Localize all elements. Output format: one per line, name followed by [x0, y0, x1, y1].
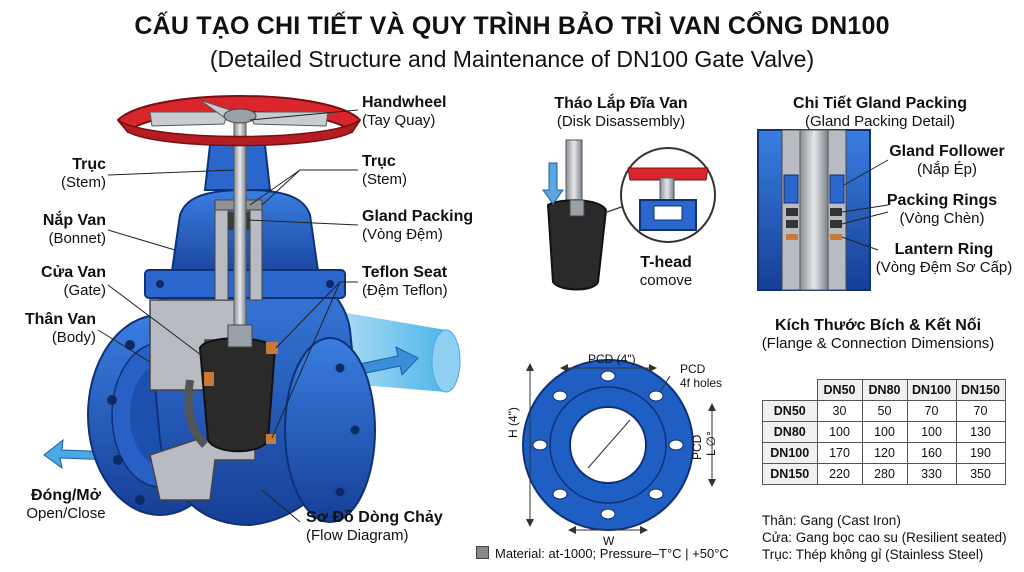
- label-bonnet: Nắp Van (Bonnet): [42, 212, 106, 247]
- row-header: DN150: [762, 463, 818, 485]
- column-header: DN150: [955, 379, 1006, 401]
- table-row: DN100 170 120 160 190: [762, 442, 1006, 464]
- page-title: CẤU TẠO CHI TIẾT VÀ QUY TRÌNH BẢO TRÌ VA…: [134, 12, 890, 40]
- table-cell: 160: [906, 442, 957, 464]
- table-cell: 130: [955, 421, 1006, 443]
- flange-h-label: H (4"): [506, 407, 520, 438]
- disk-disassembly-title: Tháo Lắp Đĩa Van (Disk Disassembly): [554, 95, 688, 130]
- table-cell: 170: [816, 442, 863, 464]
- page-subtitle: (Detailed Structure and Maintenance of D…: [209, 46, 815, 72]
- material-note-stem: Trục: Thép không gỉ (Stainless Steel): [762, 547, 984, 562]
- table-row: DN150 220 280 330 350: [762, 463, 1006, 485]
- label-handwheel: Handwheel (Tay Quay): [362, 94, 447, 129]
- legend-swatch: [476, 546, 489, 559]
- table-cell: 30: [816, 400, 863, 422]
- table-row: DN80 100 100 100 130: [762, 421, 1006, 443]
- table-corner: [762, 379, 818, 401]
- table-cell: 330: [906, 463, 957, 485]
- disk-disassembly-inset: [542, 139, 716, 291]
- column-header: DN80: [861, 379, 908, 401]
- table-cell: 100: [861, 421, 908, 443]
- row-header: DN50: [762, 400, 818, 422]
- material-legend: Material: at-1000; Pressure–T°C | +50°C: [476, 546, 729, 561]
- flange-w-label: W: [603, 534, 615, 548]
- label-flow-diagram: Sơ Đồ Dòng Chảy (Flow Diagram): [306, 509, 443, 544]
- table-cell: 280: [861, 463, 908, 485]
- row-header: DN100: [762, 442, 818, 464]
- table-cell: 220: [816, 463, 863, 485]
- handwheel: [116, 95, 362, 147]
- gland-packing-inset: [757, 129, 889, 291]
- label-stem-left: Trục (Stem): [61, 156, 106, 191]
- dimensions-title: Kích Thước Bích & Kết Nối (Flange & Conn…: [761, 317, 995, 352]
- flange-l-label: L ∅°: [704, 431, 718, 456]
- gate-disk: [184, 324, 278, 453]
- legend-text: Material: at-1000; Pressure–T°C | +50°C: [495, 546, 729, 561]
- table-row: DN50 30 50 70 70: [762, 400, 1006, 422]
- table-cell: 100: [906, 421, 957, 443]
- material-note-body: Thân: Gang (Cast Iron): [762, 513, 901, 528]
- label-gate: Cửa Van (Gate): [41, 264, 106, 299]
- material-note-gate: Cửa: Gang bọc cao su (Resilient seated): [762, 530, 1007, 545]
- leader-lines: [97, 109, 359, 523]
- flange-pcd-holes: PCD 4f holes: [680, 362, 723, 390]
- label-gland-follower: Gland Follower (Nắp Ép): [889, 143, 1005, 178]
- label-open-close: Đóng/Mở Open/Close: [26, 487, 106, 522]
- label-body: Thân Van (Body): [24, 311, 96, 346]
- table-cell: 50: [861, 400, 908, 422]
- table-cell: 350: [955, 463, 1006, 485]
- table-cell: 70: [955, 400, 1006, 422]
- table-cell: 70: [906, 400, 957, 422]
- column-header: DN100: [906, 379, 957, 401]
- label-packing-rings: Packing Rings (Vòng Chèn): [886, 192, 998, 227]
- table-header-row: DN50 DN80 DN100 DN150: [762, 379, 1006, 401]
- table-cell: 120: [861, 442, 908, 464]
- flange-drawing: [522, 359, 716, 534]
- column-header: DN50: [816, 379, 863, 401]
- label-lantern-ring: Lantern Ring (Vòng Đệm Sơ Cấp): [875, 241, 1013, 276]
- table-cell: 100: [816, 421, 863, 443]
- label-gland-packing: Gland Packing (Vòng Đệm): [362, 208, 474, 243]
- dimensions-table: DN50 DN80 DN100 DN150 DN50 30 50 70 70 D…: [762, 379, 1006, 485]
- t-head-callout: T-head comove: [639, 254, 693, 289]
- label-stem-right: Trục (Stem): [362, 153, 407, 188]
- gland-detail-title: Chi Tiết Gland Packing (Gland Packing De…: [793, 95, 967, 130]
- row-header: DN80: [762, 421, 818, 443]
- table-cell: 190: [955, 442, 1006, 464]
- flange-pcd-top: PCD (4"): [588, 352, 636, 366]
- label-teflon-seat: Teflon Seat (Đệm Teflon): [362, 264, 448, 299]
